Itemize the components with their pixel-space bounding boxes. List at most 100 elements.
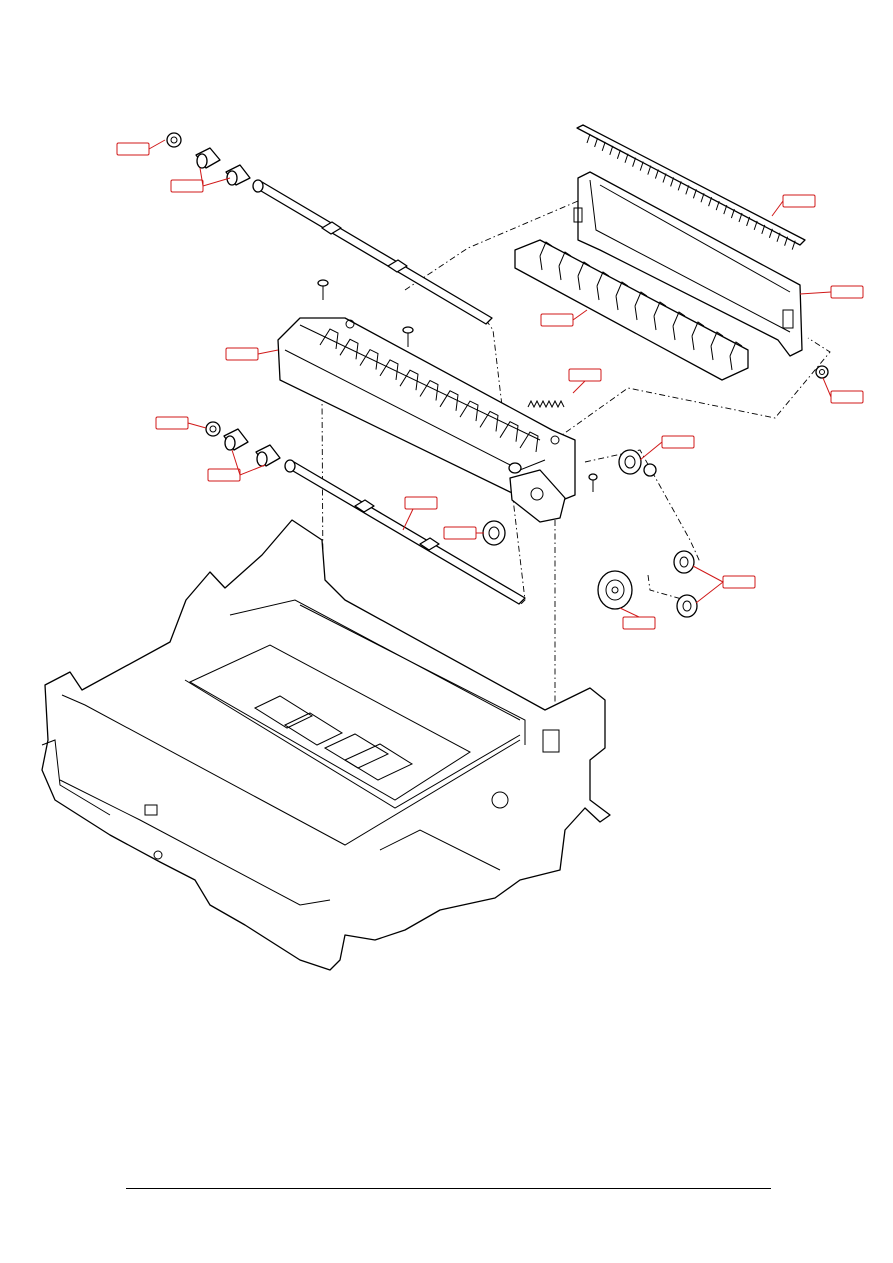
callout-leader: [402, 508, 414, 531]
callout-box: [116, 142, 150, 156]
rib-strip-bar: [576, 124, 806, 246]
callout-c15: [619, 607, 656, 630]
base-housing-slot-1: [253, 695, 314, 729]
callout-leader: [257, 349, 279, 355]
callout-c7: [568, 368, 602, 394]
rear-frame-body: [577, 171, 803, 357]
lower-bushing: [205, 421, 221, 437]
lower-shaft-end: [284, 459, 296, 473]
callout-box: [782, 194, 816, 208]
callout-leader: [199, 167, 231, 187]
upper-shaft: [255, 181, 493, 325]
side-bracket: [508, 462, 566, 523]
lower-shaft-collar-2: [419, 537, 440, 551]
callout-c4: [799, 285, 864, 299]
callout-box: [207, 468, 241, 482]
gear-right-upper: [673, 550, 695, 574]
callout-leader: [822, 377, 832, 398]
upper-shaft-end: [252, 179, 264, 193]
footer-rule: [126, 1188, 771, 1189]
gear-small-left: [482, 520, 506, 546]
base-housing-hole: [153, 850, 163, 860]
callout-box: [404, 496, 438, 510]
feed-frame-hole-left: [345, 319, 355, 329]
callout-leader: [231, 449, 266, 476]
paper-guide: [514, 239, 749, 381]
callout-c2: [170, 167, 231, 193]
callout-c5: [540, 309, 588, 327]
guide-line-gear-lower: [647, 574, 686, 601]
callout-leader: [572, 380, 586, 394]
feed-frame-body: [277, 317, 576, 506]
callout-box: [722, 575, 756, 589]
callout-leader: [639, 441, 663, 461]
feed-frame-hole-right: [550, 435, 560, 445]
callout-leader: [799, 291, 832, 295]
callout-leader: [619, 607, 640, 618]
feed-frame: [277, 317, 576, 506]
rear-frame-top-lip: [599, 184, 791, 293]
upper-shaft-assembly: [166, 132, 493, 325]
base-housing-outline: [41, 519, 611, 971]
callout-leader: [148, 139, 166, 150]
spring: [527, 399, 565, 409]
callout-markers: [116, 139, 864, 630]
base-housing-boss: [491, 791, 509, 809]
callout-box: [443, 526, 477, 540]
callout-box: [170, 179, 204, 193]
callout-c1: [116, 139, 166, 156]
base-housing-slot-2: [283, 712, 344, 746]
callout-c6: [225, 347, 279, 361]
callout-leader: [187, 422, 207, 429]
callout-box: [540, 313, 574, 327]
gear-right-lower: [676, 594, 698, 618]
upper-bushing: [166, 132, 182, 148]
base-housing-inner-edge: [61, 694, 521, 846]
base-housing-floor-edge: [184, 679, 521, 809]
base-housing-latch: [144, 804, 158, 816]
bushing-rear-right: [815, 365, 829, 379]
screw-2: [402, 326, 414, 347]
callout-c13: [443, 526, 484, 540]
upper-shaft-collar-1: [321, 221, 342, 235]
callout-c10: [639, 435, 695, 461]
rib-strip: [576, 124, 806, 250]
base-housing-rear-floor: [229, 599, 521, 721]
rear-frame-left-tab: [573, 207, 583, 223]
base-housing-front-left: [41, 739, 111, 816]
feed-frame-top-edge: [299, 324, 541, 441]
feed-frame-ribs: [319, 328, 539, 453]
base-housing-bottom-edge: [59, 779, 331, 906]
lower-roller-1: [223, 428, 249, 451]
lower-roller-2: [255, 444, 281, 467]
callout-c9: [155, 416, 207, 430]
callout-c8: [822, 377, 864, 404]
callout-c3: [771, 194, 816, 217]
guide-line-upper-shaft: [485, 319, 526, 606]
callout-box: [568, 368, 602, 382]
guide-line-gear-train: [584, 449, 701, 563]
callout-box: [830, 285, 864, 299]
screw-1: [317, 279, 329, 300]
rib-strip-teeth: [586, 133, 796, 250]
upper-roller-1: [195, 147, 221, 169]
base-housing-rear-rail: [299, 604, 526, 745]
side-bracket-hole: [530, 487, 544, 501]
callout-box: [830, 390, 864, 404]
callout-box: [155, 416, 189, 430]
gear-large: [597, 570, 633, 610]
base-housing-right-wall: [379, 829, 501, 871]
callout-box: [622, 616, 656, 630]
lower-shaft-assembly: [205, 421, 526, 605]
callout-leader: [771, 200, 784, 217]
base-housing-slot-4: [343, 743, 414, 781]
screw-3: [588, 473, 598, 492]
callout-box: [225, 347, 259, 361]
callout-c14: [692, 565, 756, 604]
callout-c12: [402, 496, 438, 531]
upper-roller-2: [225, 164, 251, 186]
base-housing-floor-panel: [188, 644, 471, 801]
rear-frame-right-tab: [782, 309, 794, 329]
